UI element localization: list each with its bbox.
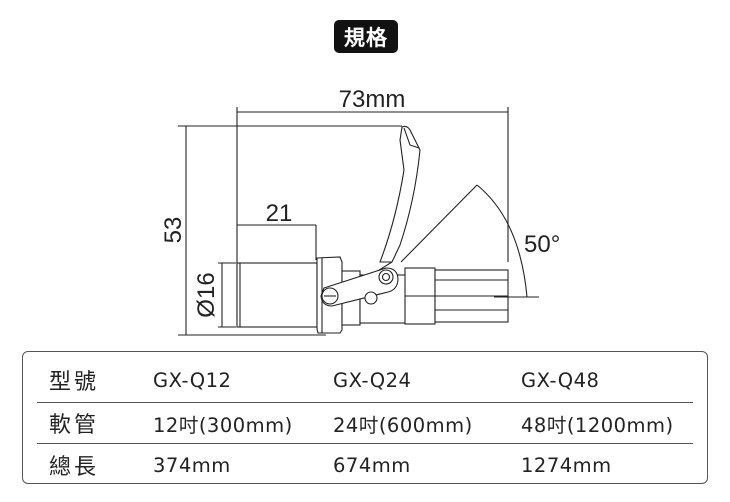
table-row-hose: 軟管 12吋(300mm) 24吋(600mm) 48吋(1200mm) <box>37 403 693 443</box>
label-angle: 50° <box>524 231 560 258</box>
table-cell: 12吋(300mm) <box>153 413 293 437</box>
spec-title: 規格 <box>344 25 388 50</box>
lever-handle <box>379 125 421 263</box>
label-diameter: Ø16 <box>193 272 220 317</box>
angle-arc <box>476 184 528 298</box>
coupler-dimension-drawing: 73mm 21 53 Ø16 50° <box>160 86 560 336</box>
table-row-model: 型號 GX-Q12 GX-Q24 GX-Q48 <box>37 360 693 400</box>
table-cell: GX-Q24 <box>333 368 412 392</box>
table-cell: 48吋(1200mm) <box>521 413 674 437</box>
table-cell: 674mm <box>333 453 411 477</box>
label-front-length: 21 <box>266 200 293 227</box>
spec-table: 型號 GX-Q12 GX-Q24 GX-Q48 軟管 12吋(300mm) 24… <box>22 351 708 484</box>
row-divider <box>37 402 693 404</box>
table-cell: 374mm <box>153 453 231 477</box>
coupler-sleeve <box>236 262 318 328</box>
label-overall-length: 73mm <box>339 86 406 113</box>
row-label: 軟管 <box>49 413 100 438</box>
row-divider <box>37 443 693 445</box>
table-cell: GX-Q48 <box>521 368 600 392</box>
spec-title-badge: 規格 <box>334 20 398 53</box>
row-label: 總長 <box>49 455 100 480</box>
table-cell: 24吋(600mm) <box>333 413 473 437</box>
table-row-total-length: 總長 374mm 674mm 1274mm <box>37 445 693 485</box>
table-cell: GX-Q12 <box>153 368 232 392</box>
table-cell: 1274mm <box>521 453 612 477</box>
pivot-pin-middle <box>364 291 378 305</box>
label-height: 53 <box>160 217 187 244</box>
row-label: 型號 <box>49 370 100 395</box>
angle-line <box>400 184 478 263</box>
pivot-pin-upper <box>378 269 394 285</box>
